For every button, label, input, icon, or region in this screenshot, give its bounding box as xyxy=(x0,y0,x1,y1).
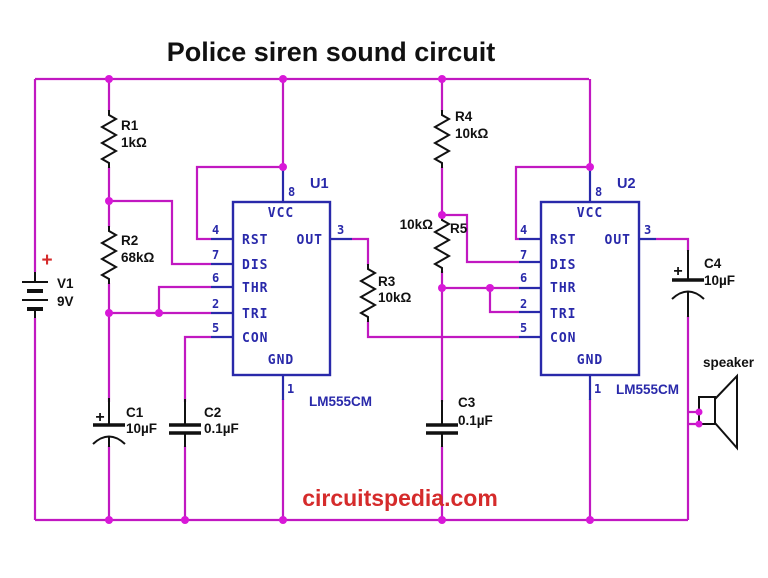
c4-ref-label: C4 xyxy=(704,256,722,271)
c2-ref-label: C2 xyxy=(204,405,221,420)
r2-value-label: 68kΩ xyxy=(121,250,155,265)
u2-pinnum-8: 8 xyxy=(595,185,602,199)
page-title: Police siren sound circuit xyxy=(167,37,496,67)
u1-pin-rst: RST xyxy=(242,233,268,248)
u1-pin-out: OUT xyxy=(297,233,323,248)
u2-pin-vcc: VCC xyxy=(577,206,603,221)
r4-ref-label: R4 xyxy=(455,109,473,124)
cap-plates xyxy=(426,423,458,435)
u2-pinnum-5: 5 xyxy=(520,321,527,335)
u1-pin-thr: THR xyxy=(242,281,268,296)
r5-value-label: 10kΩ xyxy=(400,217,434,232)
battery-v1: + V1 9V xyxy=(22,250,74,318)
speaker-horn xyxy=(714,373,738,451)
resistor-r3: R3 10kΩ xyxy=(358,264,412,322)
r2-ref-label: R2 xyxy=(121,233,138,248)
ic-u2: VCC GND RST DIS THR TRI CON OUT 4 7 6 2 … xyxy=(520,176,679,397)
c1-ref-label: C1 xyxy=(126,405,144,420)
u1-part-label: LM555CM xyxy=(309,394,372,409)
speaker: speaker xyxy=(698,355,755,451)
resistor-r5: 10kΩ R5 xyxy=(400,215,468,273)
junction-dots xyxy=(105,75,703,524)
u2-ref-label: U2 xyxy=(617,176,636,192)
r1-ref-label: R1 xyxy=(121,118,139,133)
watermark-text: circuitspedia.com xyxy=(302,485,498,511)
u1-pinnum-2: 2 xyxy=(212,297,219,311)
u2-pinnum-6: 6 xyxy=(520,271,527,285)
r3-value-label: 10kΩ xyxy=(378,290,412,305)
u2-part-label: LM555CM xyxy=(616,382,679,397)
ic-body xyxy=(231,200,332,377)
ic-body xyxy=(539,200,641,377)
battery-plus-sign: + xyxy=(41,250,52,271)
u2-pinnum-7: 7 xyxy=(520,248,527,262)
capacitor-c3: C3 0.1µF xyxy=(426,395,493,447)
battery-value-label: 9V xyxy=(57,294,74,309)
c3-ref-label: C3 xyxy=(458,395,476,410)
resistor-zigzag xyxy=(432,215,452,273)
resistor-zigzag xyxy=(358,264,378,322)
c2-value-label: 0.1µF xyxy=(204,421,239,436)
r5-ref-label: R5 xyxy=(450,221,468,236)
wire-net xyxy=(33,77,698,522)
c4-plus-sign: + xyxy=(673,263,682,280)
u1-pinnum-7: 7 xyxy=(212,248,219,262)
capacitor-c1: + C1 10µF xyxy=(92,398,157,447)
battery-short-plates xyxy=(27,289,43,311)
battery-long-plates xyxy=(22,281,48,301)
u2-pinnum-3: 3 xyxy=(644,223,651,237)
u2-pin-thr: THR xyxy=(550,281,576,296)
u1-pinnum-5: 5 xyxy=(212,321,219,335)
ic-pin-stubs xyxy=(211,167,656,400)
u1-pinnum-8: 8 xyxy=(288,185,295,199)
u2-pin-gnd: GND xyxy=(577,353,603,368)
c1-value-label: 10µF xyxy=(126,421,157,436)
cap-plates xyxy=(169,423,201,435)
u2-pin-dis: DIS xyxy=(550,258,576,273)
u1-pin-vcc: VCC xyxy=(268,206,294,221)
speaker-label: speaker xyxy=(703,355,755,370)
c1-plus-sign: + xyxy=(95,409,104,426)
resistor-r4: R4 10kΩ xyxy=(432,109,489,168)
u1-pin-con: CON xyxy=(242,331,268,346)
cap-curved-plate xyxy=(671,290,705,300)
capacitor-c4: + C4 10µF xyxy=(671,250,735,317)
r1-value-label: 1kΩ xyxy=(121,135,147,150)
u2-pin-rst: RST xyxy=(550,233,576,248)
u2-pinnum-1: 1 xyxy=(594,382,601,396)
r4-value-label: 10kΩ xyxy=(455,126,489,141)
u1-ref-label: U1 xyxy=(310,176,329,192)
resistor-zigzag xyxy=(99,226,119,284)
resistor-r1: R1 1kΩ xyxy=(99,110,147,168)
u2-pinnum-4: 4 xyxy=(520,223,527,237)
u2-pin-tri: TRI xyxy=(550,307,576,322)
ic-u1: VCC GND RST DIS THR TRI CON OUT 4 7 6 2 … xyxy=(212,176,372,409)
r3-ref-label: R3 xyxy=(378,274,396,289)
u1-pin-gnd: GND xyxy=(268,353,294,368)
c4-value-label: 10µF xyxy=(704,273,735,288)
u1-pinnum-1: 1 xyxy=(287,382,294,396)
battery-ref-label: V1 xyxy=(57,276,74,291)
u1-pin-dis: DIS xyxy=(242,258,268,273)
u1-pinnum-6: 6 xyxy=(212,271,219,285)
cap-curved-plate xyxy=(92,435,126,445)
resistor-zigzag xyxy=(99,110,119,168)
u2-pin-con: CON xyxy=(550,331,576,346)
capacitor-c2: C2 0.1µF xyxy=(169,399,239,447)
c3-value-label: 0.1µF xyxy=(458,413,493,428)
u1-pinnum-3: 3 xyxy=(337,223,344,237)
u2-pinnum-2: 2 xyxy=(520,297,527,311)
u2-pin-out: OUT xyxy=(605,233,631,248)
u1-pinnum-4: 4 xyxy=(212,223,219,237)
u1-pin-tri: TRI xyxy=(242,307,268,322)
resistor-r2: R2 68kΩ xyxy=(99,226,155,284)
resistor-zigzag xyxy=(432,110,452,168)
